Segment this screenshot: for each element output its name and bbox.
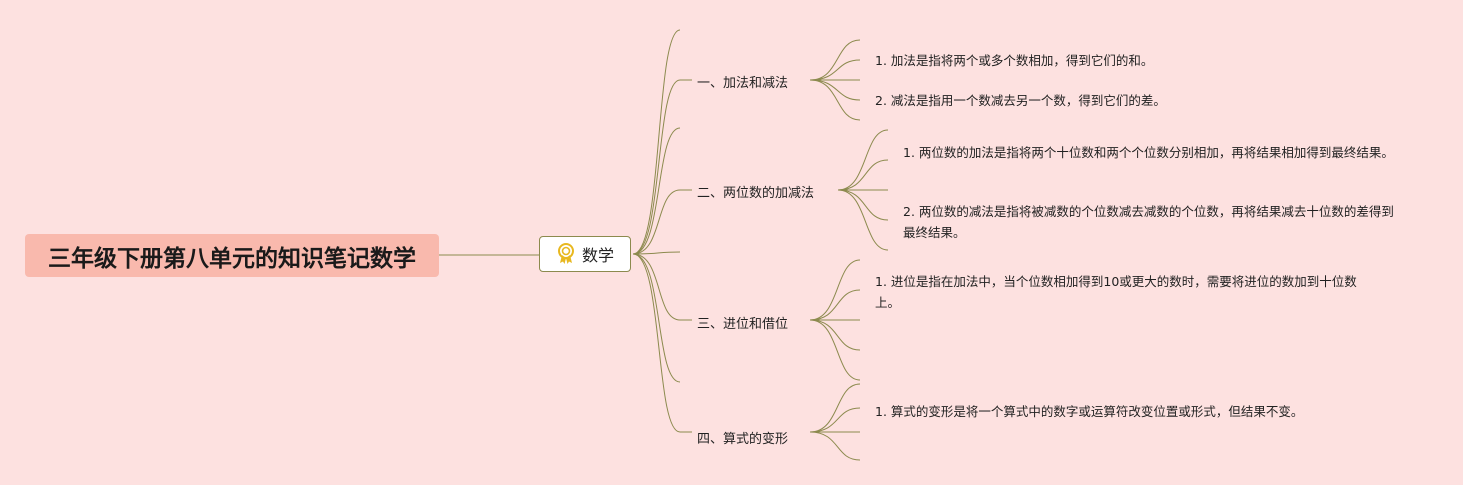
connector-line [809,39,861,81]
connector-line [632,79,681,255]
leaf-text: 1. 算式的变形是将一个算式中的数字或运算符改变位置或形式，但结果不变。 [875,404,1304,419]
leaf-topic[interactable]: 1. 加法是指将两个或多个数相加，得到它们的和。 [875,50,1295,71]
connector-line [809,59,861,81]
branch-topic-2[interactable]: 二、两位数的加减法 [697,182,814,201]
branch-topic-3[interactable]: 三、进位和借位 [697,313,788,332]
leaf-text: 1. 进位是指在加法中，当个位数相加得到10或更大的数时，需要将进位的数加到十位… [875,274,1357,310]
connector-line [837,189,889,221]
leaf-topic[interactable]: 1. 算式的变形是将一个算式中的数字或运算符改变位置或形式，但结果不变。 [875,401,1395,422]
connector-line [809,319,861,351]
connector-line [809,407,861,433]
leaf-text: 2. 减法是指用一个数减去另一个数，得到它们的差。 [875,93,1166,108]
leaf-topic[interactable]: 1. 进位是指在加法中，当个位数相加得到10或更大的数时，需要将进位的数加到十位… [875,271,1375,313]
leaf-topic[interactable]: 2. 两位数的减法是指将被减数的个位数减去减数的个位数，再将结果减去十位数的差得… [903,201,1403,243]
center-label: 数学 [581,246,614,265]
connector-line [632,253,681,433]
connector-line [632,251,681,255]
branch-label: 三、进位和借位 [697,317,789,332]
connector-line [632,253,681,321]
connector-line [837,189,889,251]
leaf-text: 2. 两位数的减法是指将被减数的个位数减去减数的个位数，再将结果减去十位数的差得… [903,204,1394,240]
branch-label: 一、加法和减法 [697,76,789,91]
award-ribbon-icon [557,243,574,264]
connector-line [809,319,861,381]
connector-line [632,253,681,383]
connector-line [809,79,861,121]
connector-line [632,189,681,255]
connector-line [809,289,861,321]
connector-line [809,259,861,321]
connector-line [809,431,861,461]
connector-line [809,383,861,433]
leaf-topic[interactable]: 1. 两位数的加法是指将两个十位数和两个个位数分别相加，再将结果相加得到最终结果… [903,142,1403,163]
leaf-text: 1. 两位数的加法是指将两个十位数和两个个位数分别相加，再将结果相加得到最终结果… [903,145,1394,160]
root-topic[interactable]: 三年级下册第八单元的知识笔记数学 [25,234,439,277]
connector-line [837,129,889,191]
leaf-text: 1. 加法是指将两个或多个数相加，得到它们的和。 [875,53,1154,68]
branch-label: 二、两位数的加减法 [697,186,815,201]
connector-line [632,127,681,255]
branch-topic-4[interactable]: 四、算式的变形 [697,428,788,447]
connector-line [632,29,681,255]
center-topic[interactable]: 数学 [539,236,631,272]
branch-label: 四、算式的变形 [697,432,789,447]
leaf-topic[interactable]: 2. 减法是指用一个数减去另一个数，得到它们的差。 [875,90,1295,111]
branch-topic-1[interactable]: 一、加法和减法 [697,72,788,91]
root-title: 三年级下册第八单元的知识笔记数学 [48,245,416,272]
connector-line [837,159,889,191]
